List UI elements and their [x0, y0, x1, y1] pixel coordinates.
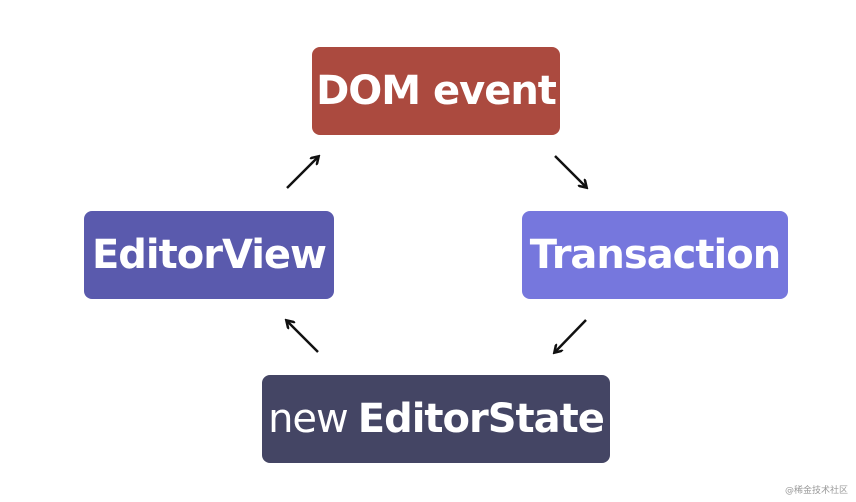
editor-view-node: EditorView	[84, 211, 334, 299]
transaction-node: Transaction	[522, 211, 788, 299]
dom-event-label: DOM event	[316, 68, 557, 114]
arrow-dom-to-transaction	[554, 155, 586, 187]
arrow-state-to-view	[287, 321, 319, 353]
editor-state-node: new EditorState	[262, 375, 610, 463]
watermark: @稀金技术社区	[784, 486, 848, 496]
editor-view-label: EditorView	[91, 232, 327, 278]
dom-event-node: DOM event	[312, 47, 560, 135]
transaction-label: Transaction	[529, 232, 781, 278]
editor-state-label: EditorState	[357, 396, 605, 442]
arrow-transaction-to-state	[555, 319, 587, 352]
editor-state-prefix: new	[268, 396, 349, 442]
arrow-view-to-dom	[286, 157, 318, 189]
